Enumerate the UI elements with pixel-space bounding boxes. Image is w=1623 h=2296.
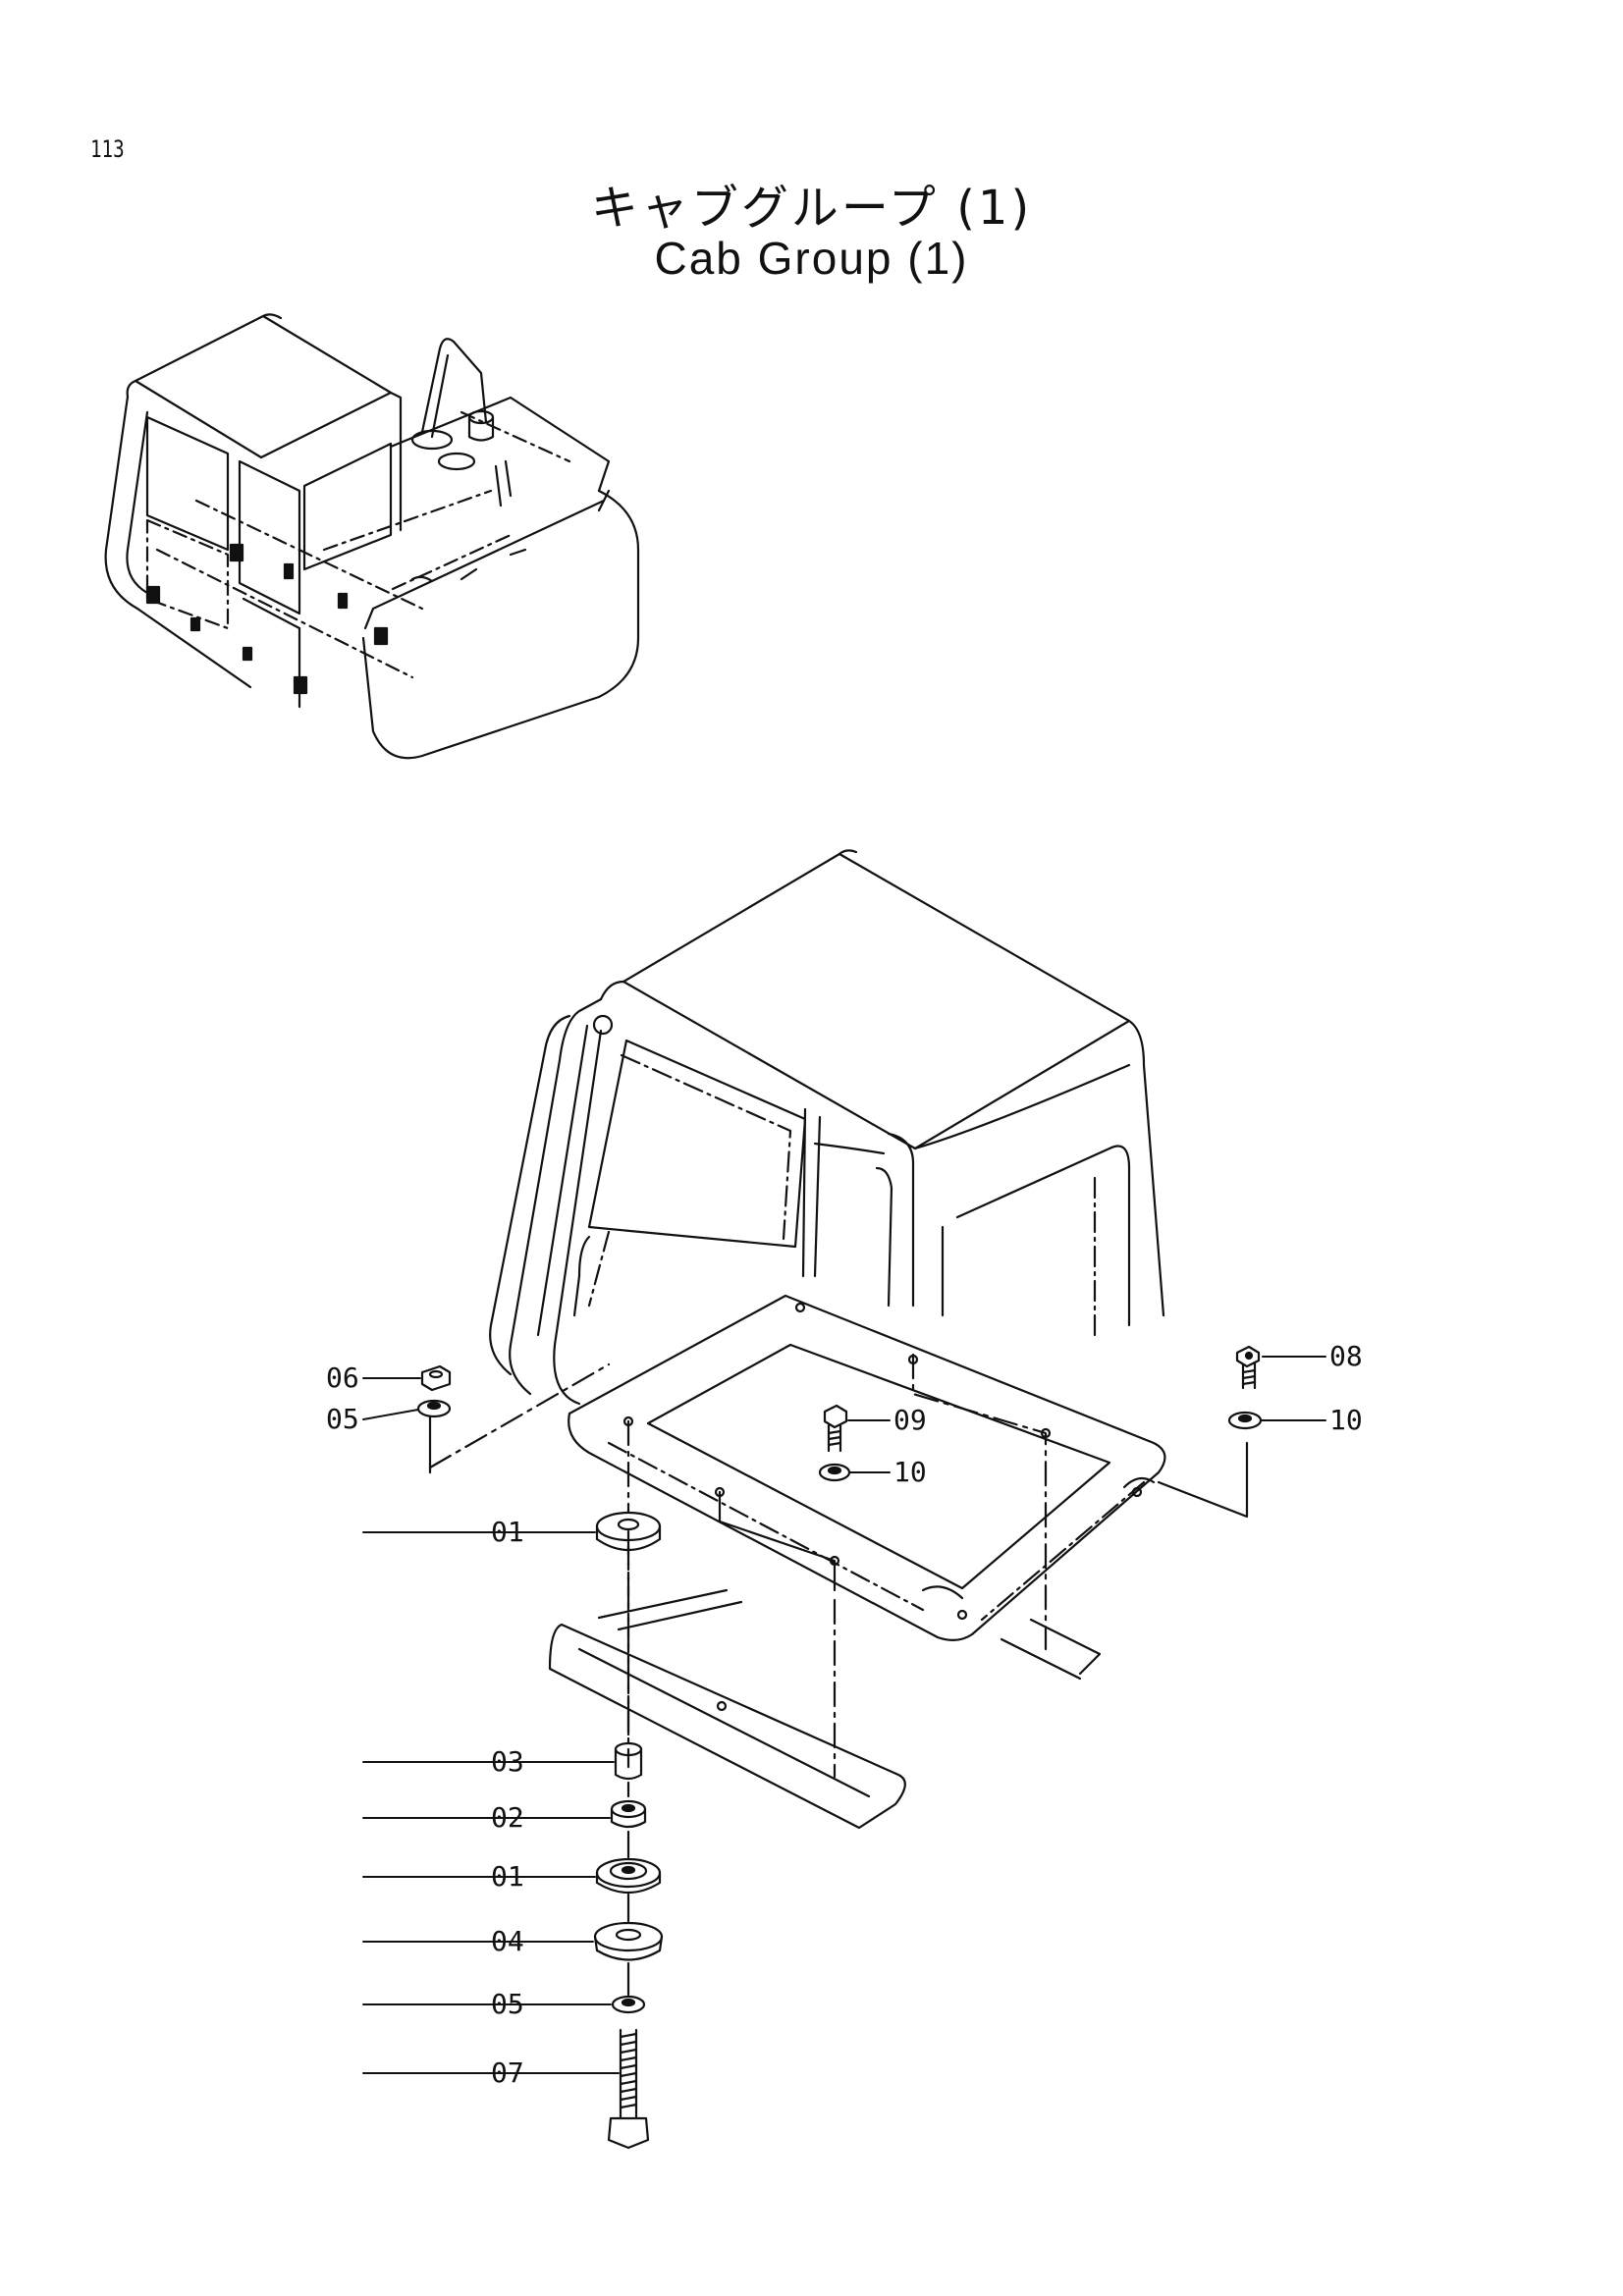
callout-02: 02: [491, 1801, 524, 1834]
main-cab-drawing: [428, 849, 1249, 1830]
page-number: 113: [90, 135, 125, 163]
part-05-washer-upper: [416, 1399, 452, 1418]
page-title-japanese: キャブグループ (1): [590, 181, 1033, 236]
callout-04: 04: [491, 1925, 524, 1957]
callout-leaders: [362, 1356, 1326, 2074]
callout-06: 06: [326, 1362, 359, 1394]
callout-07: 07: [491, 2056, 524, 2089]
part-08-bolt: [1235, 1345, 1261, 1390]
part-10-washer-right: [1227, 1411, 1263, 1430]
callout-05-lower: 05: [491, 1988, 524, 2020]
callout-08: 08: [1329, 1340, 1363, 1372]
part-03-spacer: [614, 1741, 643, 1781]
part-09-bolt: [823, 1404, 848, 1453]
callout-09: 09: [893, 1404, 927, 1436]
callout-labels: 06 05 01 09 10 08 10 03 02 01 04 05 07: [326, 1340, 1363, 2089]
callout-03: 03: [491, 1745, 524, 1778]
callout-10-right: 10: [1329, 1404, 1363, 1436]
overview-machine-drawing: [104, 313, 640, 760]
page-title-english: Cab Group (1): [654, 233, 969, 284]
part-02-collar: [610, 1799, 647, 1829]
callout-10-middle: 10: [893, 1456, 927, 1488]
callout-05-upper: 05: [326, 1403, 359, 1435]
part-04-plate: [593, 1921, 664, 1961]
part-05-washer-lower: [611, 1995, 646, 2014]
part-10-washer-middle: [818, 1463, 851, 1482]
callout-01-upper: 01: [491, 1516, 524, 1548]
part-01-mount-lower: [595, 1857, 662, 1894]
callout-01-lower: 01: [491, 1860, 524, 1893]
part-06-nut: [420, 1364, 452, 1392]
part-07-long-bolt: [607, 2028, 650, 2150]
